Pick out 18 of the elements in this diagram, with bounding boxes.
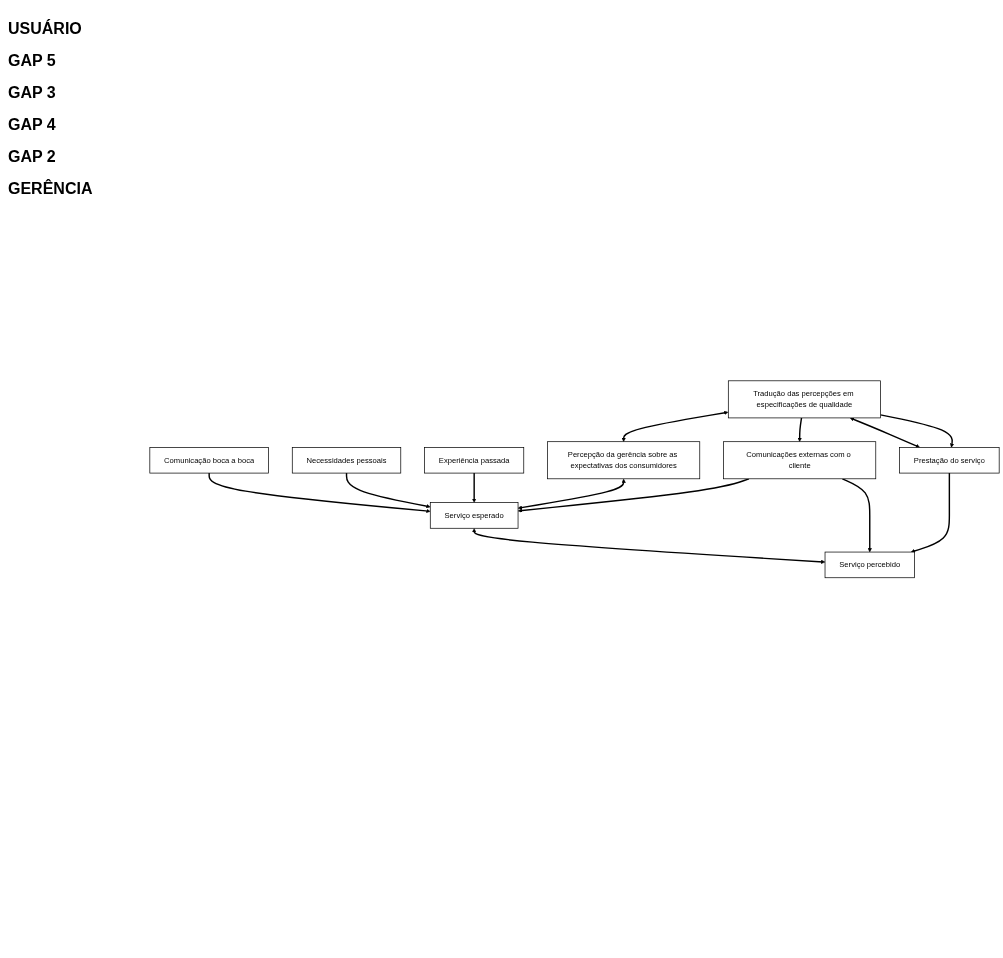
arrow <box>517 478 626 510</box>
arrow <box>472 528 826 564</box>
arrow <box>208 472 431 513</box>
arrow <box>345 472 431 508</box>
gap-label: GAP 2 <box>8 148 57 166</box>
arrow <box>621 410 729 442</box>
arrow <box>910 472 951 553</box>
gap-label: GAP 5 <box>8 52 57 70</box>
gap-label: GAP 3 <box>8 84 57 102</box>
arrow <box>517 477 750 513</box>
arrow <box>797 416 803 442</box>
gap-label: GERÊNCIA <box>8 180 94 198</box>
arrow <box>841 477 872 552</box>
gap-label: USUÁRIO <box>8 20 83 38</box>
arrow <box>850 417 920 448</box>
gap-label: GAP 4 <box>8 116 57 134</box>
arrow <box>472 472 477 503</box>
arrow <box>879 413 955 448</box>
